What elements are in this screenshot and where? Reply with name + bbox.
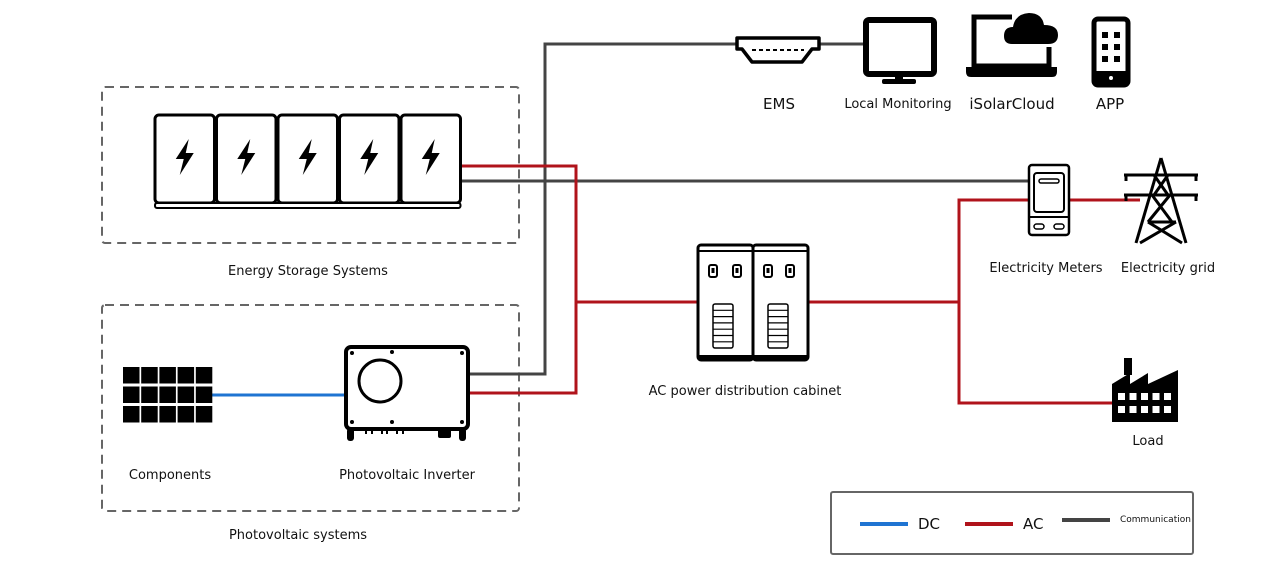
legend-item-ac: AC [965,515,1043,533]
inverter-icon [344,345,470,441]
battery-rack-icon [153,113,462,209]
legend-item-communication: Communication [1062,515,1191,525]
isolarcloud-label: iSolarCloud [969,95,1055,113]
factory-icon [1112,358,1178,422]
load-label: Load [1132,434,1164,449]
grid-label: Electricity grid [1120,261,1216,276]
legend-label-communication: Communication [1120,515,1191,525]
battery-base [154,202,462,209]
legend-swatch-dc [860,522,908,526]
ac-line-meter-branch [957,198,1115,405]
lightning-icon [421,139,440,175]
battery-module-icon [276,113,339,205]
components-label: Components [128,468,212,483]
photovoltaic-systems-label: Photovoltaic systems [228,528,368,543]
monitor-icon [863,17,937,84]
smartphone-icon [1091,16,1131,88]
cabinet-vent [712,303,734,349]
laptop-cloud-icon [966,13,1058,77]
legend-label-ac: AC [1023,515,1044,533]
solar-panel-icon [123,367,213,423]
ems-label: EMS [763,95,795,113]
cabinet-vent [767,303,789,349]
lightning-icon [175,139,194,175]
cabinet-icon [696,243,810,362]
battery-module-icon [153,113,216,205]
ac-line-storage-bus [461,164,578,395]
ac-lines [461,164,1140,405]
legend-item-dc: DC [860,515,940,533]
local-monitoring-label: Local Monitoring [844,97,952,112]
comm-line-inverter-ems [470,42,737,376]
legend-swatch-ac [965,522,1013,526]
legend-swatch-communication [1062,518,1110,522]
legend: DC AC Communication [830,491,1194,555]
transmission-tower-icon [1124,157,1198,245]
battery-module-icon [215,113,278,205]
pv-inverter-label: Photovoltaic Inverter [339,468,475,483]
photovoltaic-group-box [101,304,520,512]
lightning-icon [237,139,256,175]
meter-icon [1027,163,1071,237]
battery-module-icon [338,113,401,205]
battery-module-icon [399,113,462,205]
app-label: APP [1095,95,1125,113]
meters-label: Electricity Meters [989,261,1103,276]
legend-label-dc: DC [918,515,941,533]
lightning-icon [360,139,379,175]
energy-storage-label: Energy Storage Systems [228,264,388,279]
ac-cabinet-label: AC power distribution cabinet [648,384,842,399]
lightning-icon [298,139,317,175]
communication-lines [461,42,1030,376]
connector-icon [735,36,821,64]
